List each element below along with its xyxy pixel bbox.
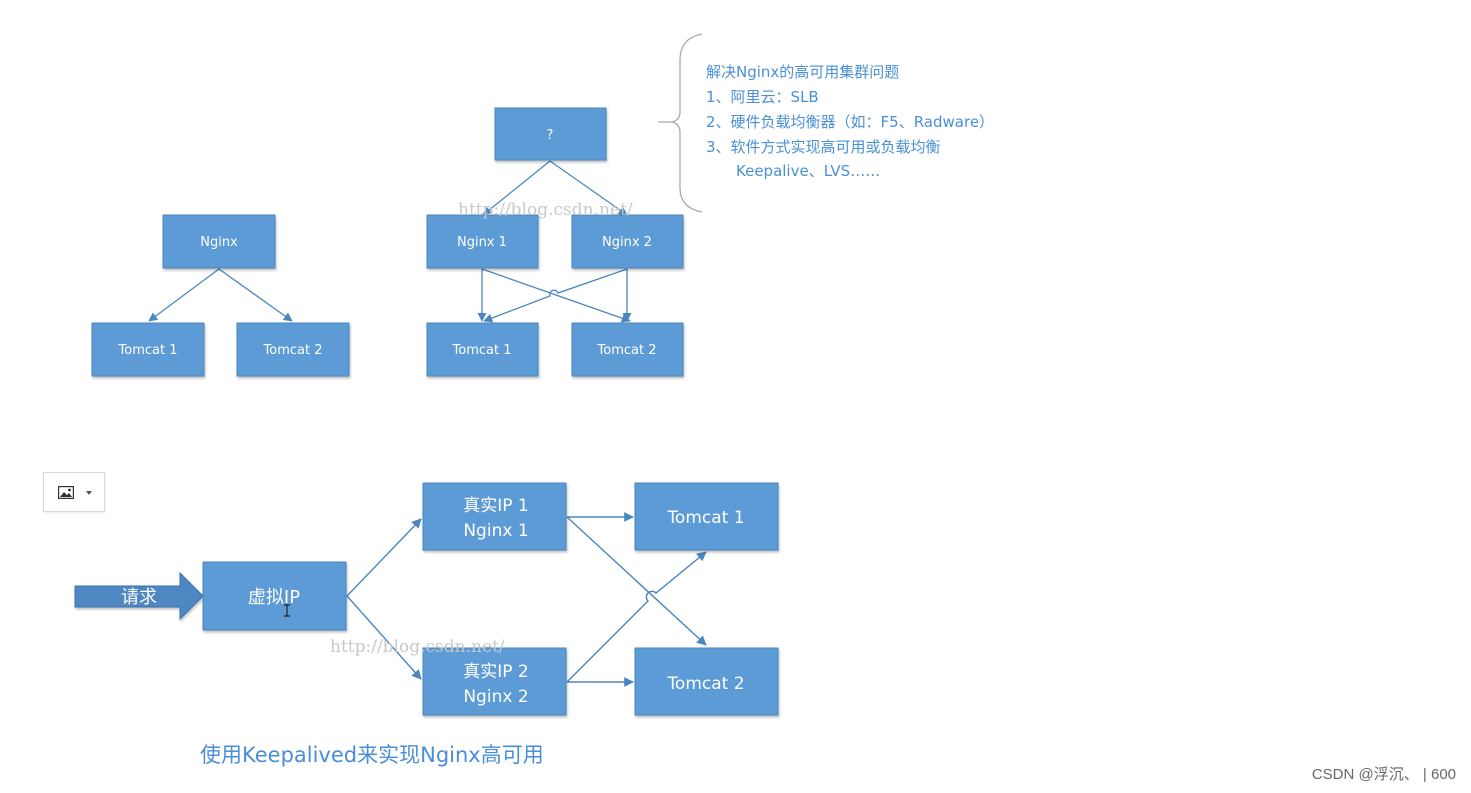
box-tomcat-1-right: Tomcat 1 — [426, 322, 539, 377]
box-nginx-1: Nginx 1 — [426, 214, 539, 269]
box-tomcat-2: Tomcat 2 — [236, 322, 350, 377]
box-virtual-ip-label: 虚拟IP — [248, 587, 300, 608]
box-real-ip-2: 真实IP 2 Nginx 2 — [422, 647, 567, 716]
box-tomcat-2-bottom: Tomcat 2 — [634, 647, 779, 716]
box-question: ? — [494, 107, 607, 161]
box-question-label: ? — [547, 128, 554, 143]
csdn-footer: CSDN @浮沉、 | 600 — [1312, 766, 1456, 783]
box-tomcat-2-bottom-label: Tomcat 2 — [666, 674, 744, 694]
top-right-diagram: ? Nginx 1 Nginx 2 Tomcat 1 Tomcat 2 http… — [426, 107, 684, 377]
note-line-2: 2、硬件负载均衡器（如：F5、Radware） — [706, 113, 994, 131]
arrow-real1-tomcat2 — [566, 516, 707, 646]
box-real-ip-1-line2: Nginx 1 — [463, 521, 528, 541]
arrow-nginx-tomcat2 — [218, 268, 293, 322]
box-tomcat-2-right: Tomcat 2 — [571, 322, 684, 377]
box-nginx-1-label: Nginx 1 — [457, 235, 507, 250]
box-real-ip-1: 真实IP 1 Nginx 1 — [422, 482, 567, 551]
request-arrow: 请求 — [74, 571, 204, 621]
box-real-ip-2-line1: 真实IP 2 — [463, 662, 529, 682]
box-tomcat-2-label: Tomcat 2 — [263, 343, 323, 358]
box-real-ip-2-line2: Nginx 2 — [463, 687, 528, 707]
arrow-q-nginx1 — [482, 160, 551, 216]
arrow-q-nginx2 — [549, 160, 628, 216]
note-line-1: 1、阿里云：SLB — [706, 88, 819, 106]
box-real-ip-1-line1: 真实IP 1 — [463, 496, 529, 516]
box-tomcat-2-right-label: Tomcat 2 — [597, 343, 657, 358]
note-title: 解决Nginx的高可用集群问题 — [706, 63, 899, 81]
image-tool-button[interactable] — [43, 472, 105, 512]
box-nginx-2: Nginx 2 — [571, 214, 684, 269]
box-nginx: Nginx — [162, 214, 276, 269]
brace-line — [658, 33, 703, 213]
box-tomcat-1-bottom-label: Tomcat 1 — [666, 508, 744, 528]
top-left-diagram: Nginx Tomcat 1 Tomcat 2 — [91, 214, 350, 377]
box-nginx-2-label: Nginx 2 — [602, 235, 652, 250]
arrow-vip-real1 — [346, 518, 422, 597]
watermark-top: http://blog.csdn.net/ — [458, 200, 633, 220]
box-nginx-label: Nginx — [200, 235, 238, 250]
diagram-caption: 使用Keepalived来实现Nginx高可用 — [200, 743, 544, 767]
bottom-diagram: 请求 虚拟IP 真实IP 1 Nginx 1 真实IP 2 Nginx 2 To… — [74, 482, 779, 716]
box-tomcat-1-right-label: Tomcat 1 — [452, 343, 512, 358]
arrow-vip-real2 — [346, 595, 422, 680]
request-label: 请求 — [121, 587, 157, 608]
image-icon — [58, 486, 74, 499]
box-tomcat-1-bottom: Tomcat 1 — [634, 482, 779, 551]
box-virtual-ip: 虚拟IP — [202, 561, 347, 631]
arrow-nginx2-tomcat1 — [483, 268, 628, 323]
note-callout: 解决Nginx的高可用集群问题 1、阿里云：SLB 2、硬件负载均衡器（如：F5… — [658, 33, 994, 213]
box-tomcat-1: Tomcat 1 — [91, 322, 205, 377]
arrow-nginx1-tomcat2 — [481, 268, 631, 323]
box-tomcat-1-label: Tomcat 1 — [118, 343, 178, 358]
arrow-nginx-tomcat1 — [148, 268, 220, 322]
note-line-3: 3、软件方式实现高可用或负载均衡 — [706, 138, 941, 156]
note-line-4: Keepalive、LVS…… — [736, 162, 880, 180]
arrow-real2-tomcat1 — [566, 551, 707, 683]
text-cursor-icon — [284, 604, 290, 617]
watermark-bottom: http://blog.csdn.net/ — [330, 637, 505, 657]
chevron-down-icon — [86, 491, 92, 495]
